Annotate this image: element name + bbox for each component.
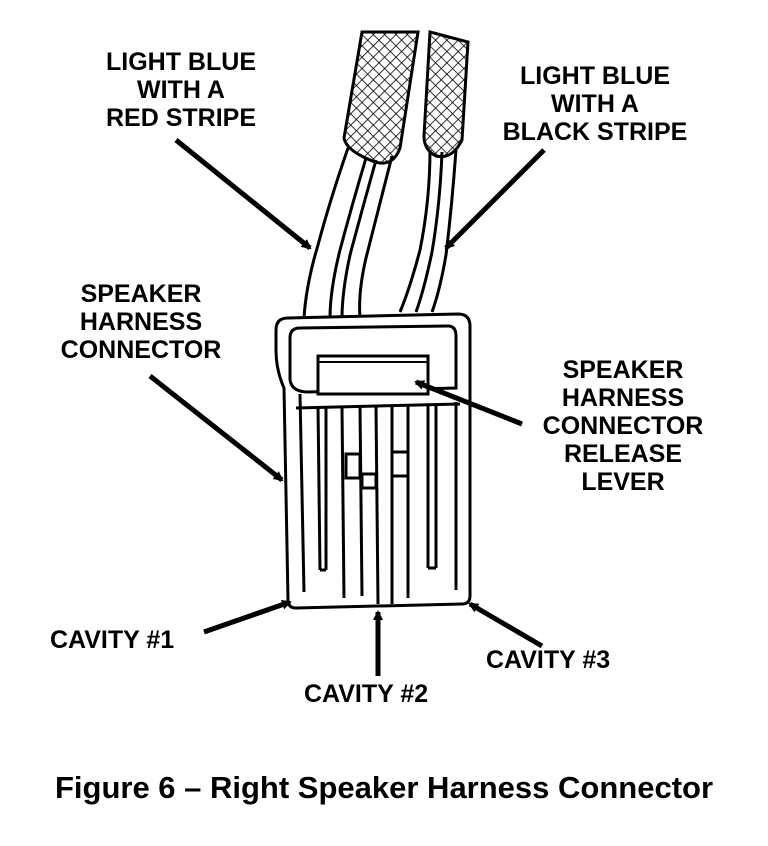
wire-jacket-right <box>422 30 470 159</box>
label-release-lever: SPEAKER HARNESS CONNECTOR RELEASE LEVER <box>542 356 704 496</box>
label-wire-black-stripe: LIGHT BLUE WITH A BLACK STRIPE <box>502 62 688 146</box>
label-cavity-2: CAVITY #2 <box>304 680 429 708</box>
figure-caption: Figure 6 – Right Speaker Harness Connect… <box>54 770 714 805</box>
label-speaker-harness-connector: SPEAKER HARNESS CONNECTOR <box>60 280 222 364</box>
label-wire-red-stripe: LIGHT BLUE WITH A RED STRIPE <box>105 48 257 132</box>
label-cavity-1: CAVITY #1 <box>50 626 175 654</box>
label-cavity-3: CAVITY #3 <box>486 646 611 674</box>
arrow-connector <box>148 374 284 482</box>
release-lever <box>316 354 430 396</box>
arrow-red-stripe <box>174 138 312 250</box>
wire-red-stripe <box>302 147 394 319</box>
wire-jacket-left <box>342 30 420 165</box>
arrow-release-lever <box>414 379 523 427</box>
arrow-black-stripe <box>444 148 546 250</box>
arrow-cavity3 <box>468 601 544 649</box>
wire-black-stripe <box>398 149 458 313</box>
arrow-cavity1 <box>203 599 292 635</box>
